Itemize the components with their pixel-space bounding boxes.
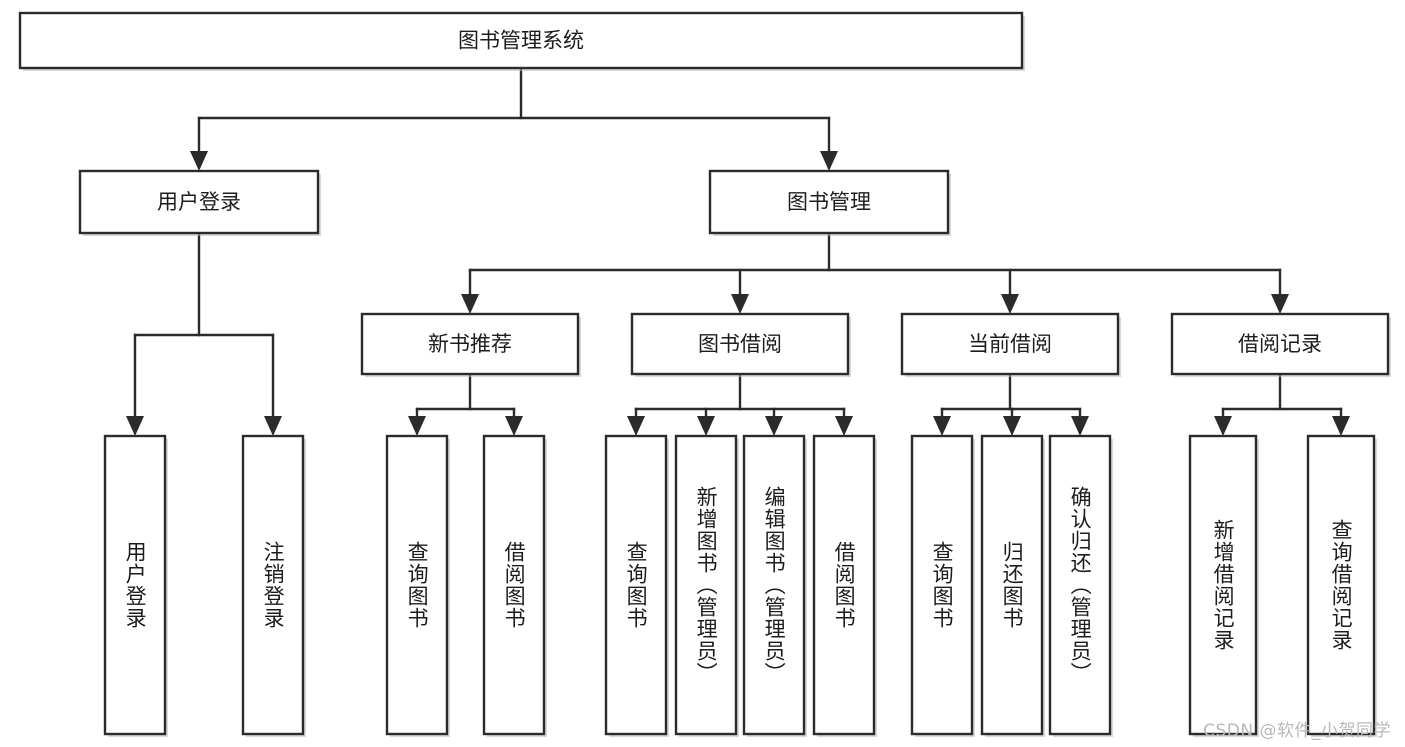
level2-node-box-0[interactable]: [78, 169, 320, 235]
level3-node-label-0: 新书推荐: [428, 332, 512, 356]
level3-node-box-3[interactable]: [1170, 312, 1390, 376]
level3-node-box-0[interactable]: [360, 312, 580, 376]
root-node-box[interactable]: [18, 11, 1024, 70]
leaf-node-box-7[interactable]: [812, 434, 876, 736]
level3-2-to-leaves-arrow-0: [933, 416, 951, 436]
book-mgmt-to-level3-arrow-2: [1001, 294, 1019, 314]
level2-node-label-0: 用户登录: [157, 190, 241, 214]
root-to-level2-arrow-1: [820, 151, 838, 171]
book-mgmt-to-level3-arrow-1: [731, 294, 749, 314]
level3-0-to-leaves-arrow-0: [408, 416, 426, 436]
leaf-node-box-4[interactable]: [604, 434, 668, 736]
root-node-label: 图书管理系统: [458, 29, 584, 53]
leaf-node-box-1[interactable]: [241, 434, 305, 736]
book-mgmt-to-level3-arrow-0: [461, 294, 479, 314]
user-login-to-leaves-arrow-1: [264, 416, 282, 436]
node-box-layer: [18, 11, 1391, 737]
leaf-node-box-8[interactable]: [910, 434, 974, 736]
leaf-node-box-12[interactable]: [1306, 434, 1376, 736]
level3-2-to-leaves-arrow-1: [1003, 416, 1021, 436]
level3-node-label-3: 借阅记录: [1238, 332, 1322, 356]
level3-3-to-leaves-arrow-0: [1214, 416, 1232, 436]
connector-layer: [126, 66, 1350, 436]
root-to-level2-arrow-0: [190, 151, 208, 171]
level3-node-box-1[interactable]: [630, 312, 850, 376]
leaf-node-box-6[interactable]: [742, 434, 806, 736]
level3-1-to-leaves-arrow-2: [765, 416, 783, 436]
leaf-node-box-5[interactable]: [674, 434, 738, 736]
leaf-node-box-11[interactable]: [1188, 434, 1258, 736]
watermark-text: CSDN @软件_小贺同学: [1203, 721, 1391, 741]
leaf-node-box-10[interactable]: [1048, 434, 1112, 736]
level3-1-to-leaves-arrow-3: [835, 416, 853, 436]
level2-node-label-1: 图书管理: [787, 190, 871, 214]
level2-node-box-1[interactable]: [708, 169, 950, 235]
level3-3-to-leaves-arrow-1: [1332, 416, 1350, 436]
level3-node-label-2: 当前借阅: [968, 332, 1052, 356]
leaf-node-box-9[interactable]: [980, 434, 1044, 736]
level3-1-to-leaves-arrow-1: [697, 416, 715, 436]
leaf-node-box-0[interactable]: [103, 434, 167, 736]
level3-node-label-1: 图书借阅: [698, 332, 782, 356]
book-mgmt-to-level3-arrow-3: [1271, 294, 1289, 314]
level3-0-to-leaves-arrow-1: [505, 416, 523, 436]
leaf-node-box-3[interactable]: [482, 434, 546, 736]
level3-1-to-leaves-arrow-0: [627, 416, 645, 436]
leaf-node-box-2[interactable]: [385, 434, 449, 736]
user-login-to-leaves-arrow-0: [126, 416, 144, 436]
level3-node-box-2[interactable]: [900, 312, 1120, 376]
level3-2-to-leaves-arrow-2: [1071, 416, 1089, 436]
